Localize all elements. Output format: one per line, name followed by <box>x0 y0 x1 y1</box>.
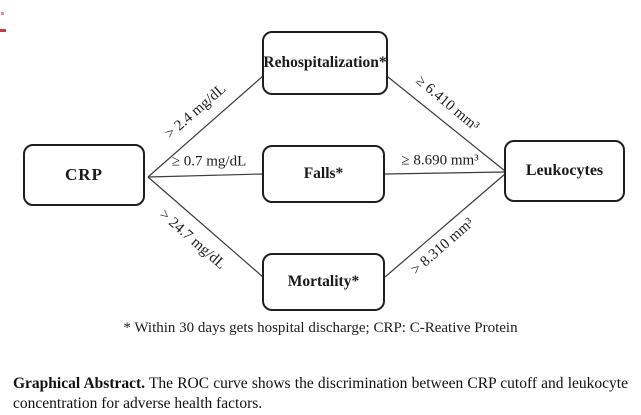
node-rehospitalization-label: Rehospitalization* <box>263 54 387 71</box>
figure-caption: Graphical Abstract. The ROC curve shows … <box>13 374 628 414</box>
node-falls-label: Falls* <box>303 165 344 182</box>
edge-line-mortality-leukocytes <box>384 173 506 278</box>
node-mortality: Mortality* <box>262 253 385 311</box>
diagram-footnote: * Within 30 days gets hospital discharge… <box>123 320 518 336</box>
edge-line-rehospitalization-leukocytes <box>387 76 506 172</box>
caption-title: Graphical Abstract. <box>13 375 146 392</box>
edge-line-crp-rehospitalization <box>147 75 264 178</box>
node-crp: CRP <box>23 144 145 206</box>
node-crp-label: CRP <box>65 165 103 184</box>
edge-line-crp-mortality <box>147 176 264 278</box>
connector-lines <box>147 75 506 278</box>
red-dash <box>0 29 6 32</box>
edge-line-falls-leukocytes <box>384 171 506 175</box>
node-rehospitalization: Rehospitalization* <box>262 31 388 95</box>
edge-label-falls-leukocytes: ≥ 8.690 mm³ <box>401 152 479 169</box>
edge-line-crp-falls <box>147 173 263 178</box>
node-leukocytes-label: Leukocytes <box>525 162 604 179</box>
red-margin-mark-icon <box>0 11 8 37</box>
edge-label-crp-falls: ≥ 0.7 mg/dL <box>171 153 247 170</box>
node-leukocytes: Leukocytes <box>504 140 625 202</box>
caption-text: The ROC curve shows the discrimination b… <box>13 375 628 412</box>
roc-cutoff-diagram: CRP Rehospitalization* Falls* Mortality*… <box>23 31 625 336</box>
node-mortality-label: Mortality* <box>287 273 360 290</box>
node-falls: Falls* <box>262 145 385 203</box>
red-dot <box>1 12 4 15</box>
